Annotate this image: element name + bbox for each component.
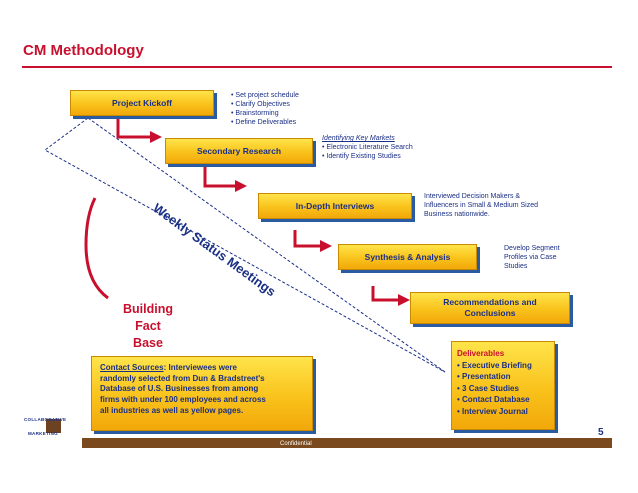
deliverable-item: Interview Journal [457, 406, 549, 418]
connector-arrowheads [150, 131, 410, 306]
deliverable-item: Contact Database [457, 394, 549, 406]
step-connectors [116, 117, 398, 302]
company-logo: COLLABORATIVE MARKETING [24, 405, 82, 439]
deliverable-item: Executive Briefing [457, 360, 549, 372]
step-label: Project Kickoff [112, 97, 172, 108]
interview-notes: Interviewed Decision Makers & Influencer… [424, 192, 538, 219]
note-line: Interviewed Decision Makers & [424, 193, 521, 200]
arrowhead-4 [398, 294, 410, 306]
connector-3 [293, 230, 320, 248]
connector-4 [371, 286, 398, 302]
connector-1 [116, 117, 150, 139]
arrowhead-1 [150, 131, 162, 143]
kickoff-notes: Set project schedule Clarify Objectives … [231, 91, 299, 127]
deliverable-item: 3 Case Studies [457, 383, 549, 395]
fact-base-bracket [84, 197, 109, 300]
fact-base-line: Base [133, 335, 163, 350]
deliverables-heading: Deliverables [457, 349, 505, 358]
research-notes: Identifying Key Markets Electronic Liter… [322, 134, 413, 161]
step-project-kickoff: Project Kickoff [70, 90, 214, 116]
note-item: Define Deliverables [231, 118, 299, 127]
logo-text-top: COLLABORATIVE [24, 417, 67, 422]
connector-2 [203, 164, 235, 188]
deliverables-box: Deliverables Executive Briefing Presenta… [451, 341, 555, 430]
contact-line: firms with under 100 employees and acros… [100, 395, 266, 405]
logo-text-bottom: MARKETING [28, 431, 58, 436]
step-secondary-research: Secondary Research [165, 138, 313, 164]
status-meetings-label: Weekly Status Meetings [150, 200, 278, 299]
step-synthesis-analysis: Synthesis & Analysis [338, 244, 477, 270]
step-recommendations: Recommendations and Conclusions [410, 292, 570, 324]
contact-heading: Contact Sources [100, 363, 164, 372]
note-item: Brainstorming [231, 109, 299, 118]
step-label-line1: Recommendations and [443, 297, 537, 308]
note-item: Set project schedule [231, 91, 298, 100]
page-number: 5 [598, 427, 604, 438]
fact-base-line: Building [123, 302, 173, 316]
synthesis-notes: Develop Segment Profiles via Case Studie… [504, 244, 560, 271]
note-line: Influencers in Small & Medium Sized [424, 202, 538, 210]
fact-base-label: Building Fact Base [114, 301, 182, 352]
contact-line: all industries as well as yellow pages. [100, 405, 244, 415]
footer-bar [82, 438, 612, 448]
note-line: Profiles via Case [504, 254, 557, 262]
fact-base-line: Fact [135, 318, 161, 333]
contact-line: Database of U.S. Businesses from among [100, 384, 259, 394]
confidential-label: Confidential [280, 441, 312, 447]
arrowhead-2 [235, 180, 247, 192]
step-label: Secondary Research [196, 145, 282, 156]
step-label: In-Depth Interviews [295, 200, 375, 211]
note-line: Business nationwide. [424, 211, 490, 219]
note-line: Develop Segment [504, 245, 560, 252]
note-item: Identify Existing Studies [322, 152, 413, 161]
note-line: Studies [504, 263, 528, 271]
contact-sources-box: Contact Sources: Interviewees were rando… [91, 356, 313, 431]
contact-line: : Interviewees were [163, 363, 237, 372]
arrowhead-3 [320, 240, 332, 252]
note-item: Clarify Objectives [231, 100, 299, 109]
deliverable-item: Presentation [457, 371, 549, 383]
contact-line: randomly selected from Dun & Bradstreet'… [100, 373, 265, 383]
weekly-meetings-wedge [44, 117, 446, 373]
note-item: Electronic Literature Search [322, 143, 412, 152]
step-label: Synthesis & Analysis [364, 251, 451, 262]
step-label-line2: Conclusions [464, 308, 516, 318]
step-in-depth-interviews: In-Depth Interviews [258, 193, 412, 219]
logo-mark [46, 419, 61, 433]
research-notes-heading: Identifying Key Markets [322, 135, 395, 142]
page-title: CM Methodology [23, 42, 144, 59]
title-divider [22, 66, 612, 68]
